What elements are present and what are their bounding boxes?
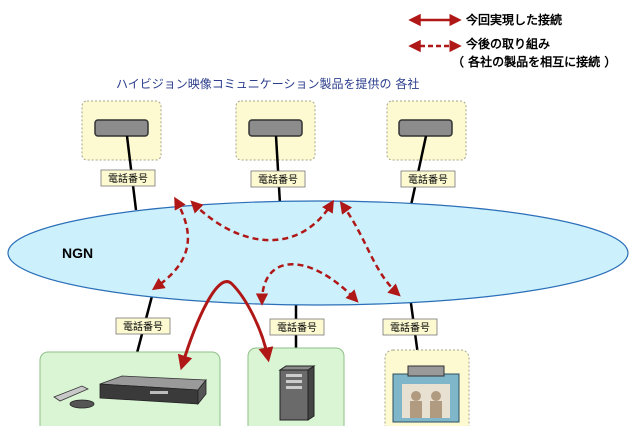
top-vendor-boxes — [81, 100, 467, 161]
video-screen-icon — [392, 365, 460, 423]
phone-number-label: 電話番号 — [123, 320, 163, 333]
set-top-box-icon — [53, 375, 207, 409]
legend-dashed-label-1: 今後の取り組み — [465, 36, 550, 51]
phone-number-label: 電話番号 — [277, 321, 317, 334]
desktop-tower-icon — [278, 365, 316, 421]
display-panel-icon — [398, 119, 453, 137]
solid-connection-arrow — [177, 280, 274, 371]
legend-solid-label: 今回実現した接続 — [465, 12, 562, 27]
dashed-arrow-top1-top2 — [190, 199, 334, 242]
phone-number-label: 電話番号 — [258, 173, 298, 186]
display-panel-icon — [94, 119, 149, 137]
ngn-label: NGN — [62, 245, 93, 261]
phone-labels-top: 電話番号 電話番号 電話番号 — [100, 169, 456, 188]
legend-dashed-label-2: （ 各社の製品を相互に接続 ） — [452, 54, 616, 69]
dashed-arrow-top1-bottom1 — [151, 196, 190, 291]
display-panel-icon — [248, 119, 303, 137]
dashed-arrow-bottom2-bottom3 — [255, 263, 359, 306]
phone-number-label: 電話番号 — [408, 173, 448, 186]
legend: 今回実現した接続 今後の取り組み （ 各社の製品を相互に接続 ） — [408, 12, 616, 69]
phone-labels-bottom: 電話番号 電話番号 電話番号 — [115, 317, 438, 336]
phone-number-label: 電話番号 — [108, 172, 148, 185]
vendors-caption: ハイビジョン映像コミュニケーション製品を提供の 各社 — [116, 76, 419, 91]
future-connections — [151, 196, 401, 306]
phone-number-label: 電話番号 — [390, 321, 430, 334]
dashed-arrow-top3-bottom3 — [339, 200, 401, 297]
ngn-cloud — [7, 200, 629, 306]
